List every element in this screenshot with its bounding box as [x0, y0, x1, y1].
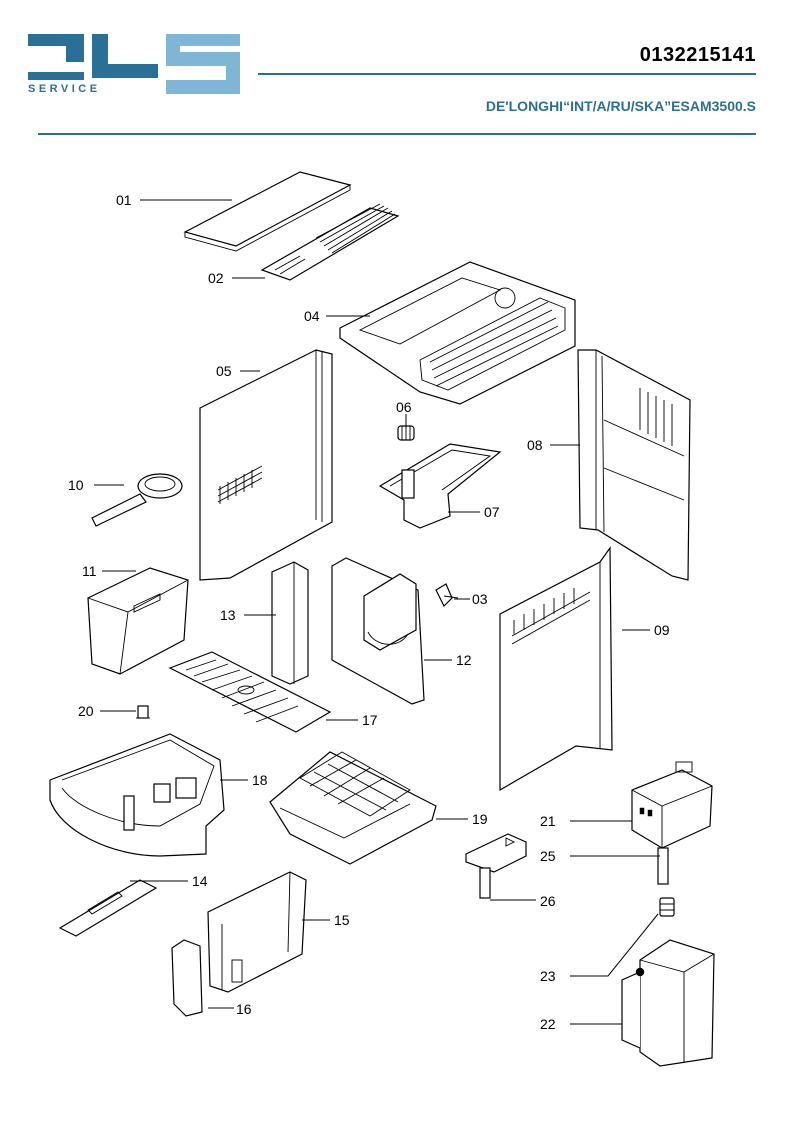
label-part-01: 01: [116, 192, 132, 208]
part-22-milk-jug: [621, 939, 715, 1067]
label-part-08: 08: [527, 437, 543, 453]
label-part-04: 04: [304, 308, 320, 324]
dls-service-logo: SERVICE: [28, 34, 240, 95]
label-part-13: 13: [220, 607, 236, 623]
part-04-top-cover: [339, 261, 576, 405]
label-part-12: 12: [456, 652, 472, 668]
label-part-23: 23: [540, 968, 556, 984]
part-06-knob: [397, 425, 415, 441]
label-part-06: 06: [396, 399, 412, 415]
label-part-03: 03: [472, 591, 488, 607]
header-divider-top: [258, 73, 756, 75]
part-20-screw: [136, 705, 150, 719]
label-part-07: 07: [484, 504, 500, 520]
label-part-22: 22: [540, 1016, 556, 1032]
label-part-18: 18: [252, 772, 268, 788]
label-part-05: 05: [216, 363, 232, 379]
document-number: 0132215141: [639, 44, 756, 66]
part-02-grille: [260, 203, 400, 281]
part-07-coffee-chute: [378, 443, 502, 529]
label-part-10: 10: [68, 477, 84, 493]
header-divider-bottom: [38, 133, 756, 135]
model-title: DE'LONGHI“INT/A/RU/SKA”ESAM3500.S: [485, 98, 756, 114]
label-part-17: 17: [362, 712, 378, 728]
part-25-tube: [657, 847, 669, 885]
label-part-11: 11: [82, 563, 97, 579]
label-part-14: 14: [192, 873, 208, 889]
part-16-side-trim: [171, 939, 203, 1017]
label-part-26: 26: [540, 893, 556, 909]
part-13-side-cover: [271, 561, 309, 685]
label-part-19: 19: [472, 811, 488, 827]
part-03-valve: [435, 583, 459, 608]
part-23-fitting: [659, 897, 675, 917]
part-15-water-tank: [207, 871, 307, 993]
label-part-21: 21: [540, 813, 556, 829]
label-part-20: 20: [78, 703, 94, 719]
part-01-lid: [183, 171, 352, 252]
label-part-09: 09: [654, 622, 670, 638]
leader-lines: [94, 199, 660, 1025]
logo-service-text: SERVICE: [28, 83, 101, 95]
label-part-02: 02: [208, 270, 224, 286]
part-05-left-panel: [199, 349, 333, 581]
part-09-front-panel: [499, 546, 613, 792]
part-14-spout: [58, 879, 158, 937]
label-part-16: 16: [236, 1001, 252, 1017]
part-08-right-panel: [577, 349, 691, 581]
part-10-measuring-scoop: [91, 473, 183, 527]
part-11-container: [87, 567, 189, 675]
part-19-grounds-tray: [269, 751, 437, 865]
label-part-15: 15: [334, 912, 350, 928]
part-21-cappuccinatore-body: [631, 761, 713, 849]
label-part-25: 25: [540, 848, 556, 864]
part-18-drip-tray: [49, 733, 225, 857]
part-26-nozzle: [465, 833, 527, 899]
part-12-brew-unit-housing: [331, 557, 425, 705]
part-17-drip-grid: [168, 651, 332, 733]
